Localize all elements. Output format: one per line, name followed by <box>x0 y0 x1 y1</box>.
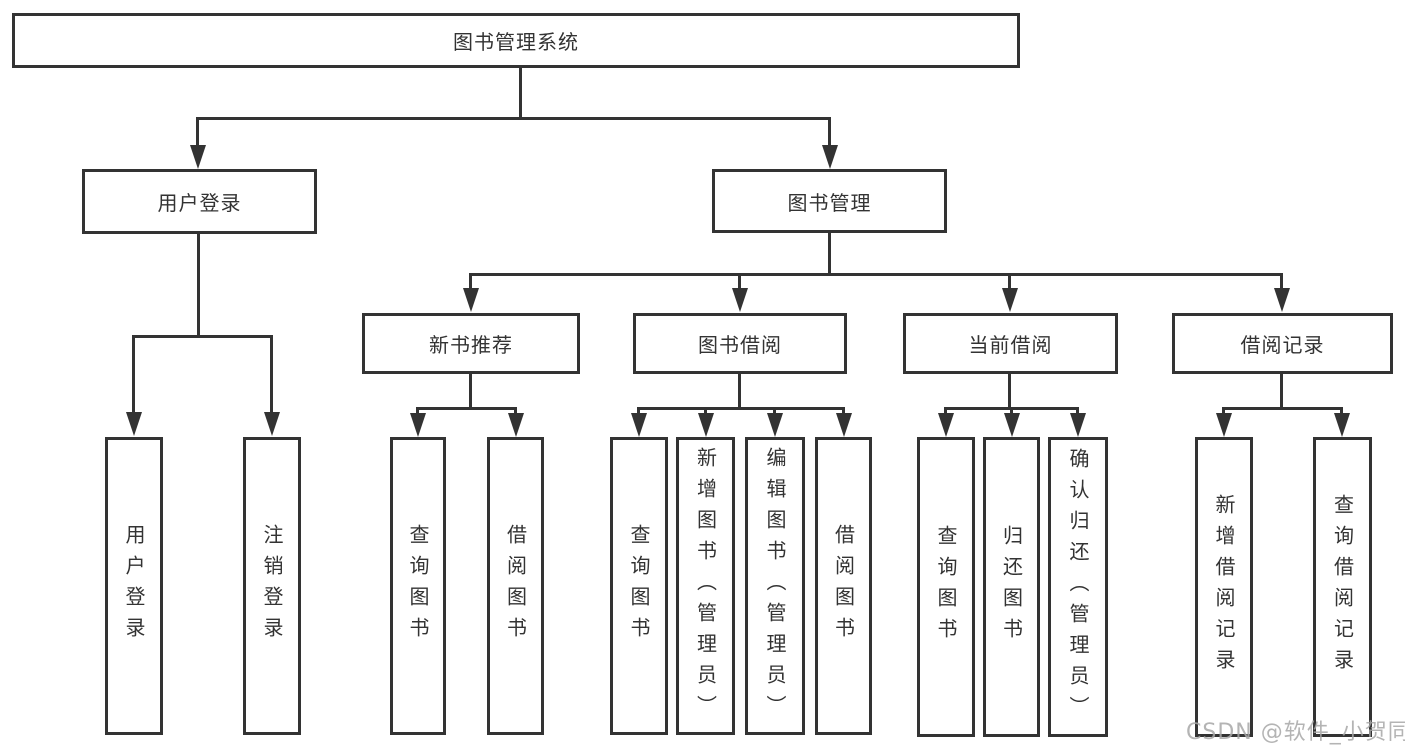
arrow-down-icon <box>938 413 954 437</box>
arrow-down-icon <box>1004 413 1020 437</box>
arrow-down-icon <box>1216 413 1232 437</box>
node-label: 编辑图书（管理员） <box>763 446 787 726</box>
node-borrow-records: 借阅记录 <box>1172 313 1393 374</box>
node-label: 归还图书 <box>999 525 1024 649</box>
node-book-management: 图书管理 <box>712 169 947 233</box>
leaf-add-books-admin: 新增图书（管理员） <box>676 437 735 735</box>
connector-drop <box>270 335 273 413</box>
node-label: 新增图书（管理员） <box>693 446 718 726</box>
arrow-down-icon <box>508 413 524 437</box>
leaf-confirm-return-admin: 确认归还（管理员） <box>1048 437 1108 737</box>
arrow-down-icon <box>264 412 280 436</box>
connector-bookmgmt-stem <box>828 233 831 273</box>
arrow-down-icon <box>767 413 783 437</box>
arrow-down-icon <box>732 288 748 312</box>
connector-drop <box>738 273 741 290</box>
node-label: 借阅记录 <box>1240 333 1325 357</box>
arrow-down-icon <box>631 413 647 437</box>
connector-root-stem <box>519 68 522 117</box>
node-label: 借阅图书 <box>503 524 528 648</box>
arrow-down-icon <box>822 145 838 169</box>
leaf-return-books: 归还图书 <box>983 437 1040 737</box>
connector-drop <box>828 117 831 147</box>
connector-drop <box>1280 273 1283 290</box>
connector-drop <box>1008 273 1011 290</box>
leaf-edit-books-admin: 编辑图书（管理员） <box>745 437 805 735</box>
connector-drop <box>196 117 199 147</box>
connector-drop <box>1076 407 1079 415</box>
connector-drop <box>469 273 472 290</box>
leaf-add-borrow-record: 新增借阅记录 <box>1195 437 1253 737</box>
arrow-down-icon <box>126 412 142 436</box>
connector-level1-branch <box>196 117 831 120</box>
node-label: 图书管理 <box>787 190 872 215</box>
node-label: 图书借阅 <box>698 333 782 357</box>
leaf-query-books-3: 查询图书 <box>917 437 975 737</box>
connector-userlogin-stem <box>197 234 200 335</box>
node-label: 借阅图书 <box>831 524 856 648</box>
connector-stem <box>1280 374 1283 407</box>
arrow-down-icon <box>836 413 852 437</box>
node-library-system: 图书管理系统 <box>12 13 1020 68</box>
arrow-down-icon <box>1334 413 1350 437</box>
node-current-borrow: 当前借阅 <box>903 313 1118 374</box>
connector-userlogin-branch <box>132 335 272 338</box>
connector-drop <box>1340 407 1343 415</box>
connector-branch <box>416 407 516 410</box>
connector-stem <box>469 374 472 407</box>
leaf-query-books-1: 查询图书 <box>390 437 446 735</box>
connector-drop <box>1222 407 1225 415</box>
connector-drop <box>637 407 640 415</box>
leaf-logout: 注销登录 <box>243 437 301 735</box>
arrow-down-icon <box>410 413 426 437</box>
leaf-user-login: 用户登录 <box>105 437 163 735</box>
node-label: 查询图书 <box>934 525 958 649</box>
connector-branch <box>637 407 844 410</box>
connector-branch <box>1222 407 1343 410</box>
connector-drop <box>944 407 947 415</box>
csdn-watermark: CSDN @软件_小贺同学 <box>1186 720 1405 745</box>
connector-drop <box>514 407 517 415</box>
arrow-down-icon <box>698 413 714 437</box>
node-label: 新增借阅记录 <box>1212 494 1236 680</box>
connector-drop <box>773 407 776 415</box>
node-label: 确认归还（管理员） <box>1066 447 1090 727</box>
leaf-borrow-books-1: 借阅图书 <box>487 437 544 735</box>
node-label: 当前借阅 <box>968 333 1053 357</box>
node-user-login: 用户登录 <box>82 169 317 234</box>
connector-stem <box>1008 374 1011 407</box>
connector-drop <box>1010 407 1013 415</box>
connector-stem <box>738 374 741 407</box>
node-label: 新书推荐 <box>429 333 513 357</box>
node-label: 用户登录 <box>157 191 242 215</box>
connector-drop <box>416 407 419 415</box>
node-label: 图书管理系统 <box>453 30 579 54</box>
node-label: 查询图书 <box>627 524 651 648</box>
connector-level2-branch <box>469 273 1283 276</box>
leaf-query-borrow-record: 查询借阅记录 <box>1313 437 1372 737</box>
connector-drop <box>842 407 845 415</box>
node-label: 查询借阅记录 <box>1330 494 1355 680</box>
arrow-down-icon <box>190 145 206 169</box>
connector-drop <box>704 407 707 415</box>
arrow-down-icon <box>1070 413 1086 437</box>
leaf-query-books-2: 查询图书 <box>610 437 668 735</box>
node-new-book-recommend: 新书推荐 <box>362 313 580 374</box>
connector-drop <box>132 335 135 413</box>
arrow-down-icon <box>1274 288 1290 312</box>
node-label: 查询图书 <box>406 524 430 648</box>
leaf-borrow-books-2: 借阅图书 <box>815 437 872 735</box>
node-label: 用户登录 <box>122 524 146 648</box>
node-book-borrow: 图书借阅 <box>633 313 847 374</box>
arrow-down-icon <box>463 288 479 312</box>
arrow-down-icon <box>1002 288 1018 312</box>
node-label: 注销登录 <box>260 524 284 648</box>
